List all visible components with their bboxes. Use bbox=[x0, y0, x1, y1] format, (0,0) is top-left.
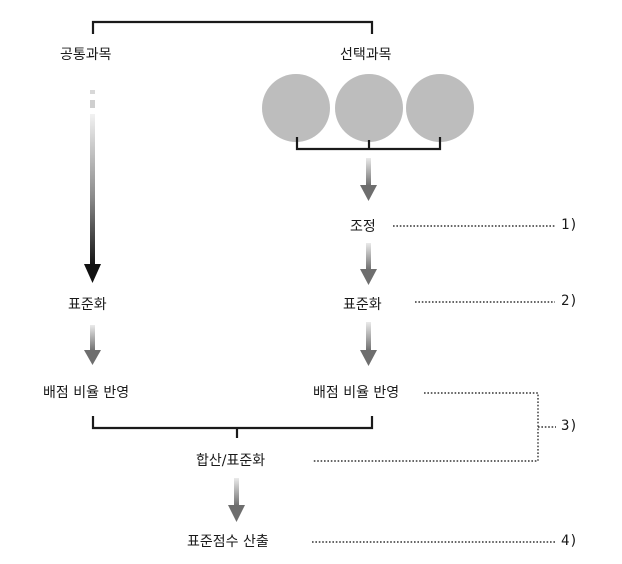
top-bracket bbox=[91, 20, 374, 34]
common-arrow-shaft bbox=[90, 325, 95, 351]
elective-subject-title: 선택과목 bbox=[340, 47, 392, 63]
common-arrow-dash bbox=[90, 90, 95, 94]
elective-step-standardize: 표준화 bbox=[343, 297, 382, 313]
elective-arrow-head bbox=[360, 350, 377, 366]
elective-arrow-shaft bbox=[366, 243, 371, 270]
note-2-label: 2) bbox=[561, 293, 578, 309]
common-arrow-shaft bbox=[90, 114, 95, 266]
elective-arrow-head bbox=[360, 185, 377, 201]
common-step-standardize: 표준화 bbox=[68, 297, 107, 313]
merge-arrow-head bbox=[228, 505, 245, 522]
common-arrow-dash bbox=[90, 100, 95, 108]
note-3-label: 3) bbox=[561, 418, 578, 434]
elective-arrow-shaft bbox=[366, 158, 371, 186]
elective-option-circle bbox=[335, 74, 403, 142]
common-arrow-head bbox=[84, 264, 101, 283]
merge-step-final: 표준점수 산출 bbox=[187, 534, 269, 550]
elective-arrow-head bbox=[360, 269, 377, 285]
note-4-label: 4) bbox=[561, 533, 578, 549]
common-arrow-head bbox=[84, 350, 101, 365]
elective-arrow-shaft bbox=[366, 322, 371, 351]
common-step-weight: 배점 비율 반영 bbox=[43, 385, 130, 401]
elective-option-circle bbox=[262, 74, 330, 142]
elective-option-circle bbox=[406, 74, 474, 142]
elective-step-adjust: 조정 bbox=[350, 219, 376, 235]
merge-step-sum: 합산/표준화 bbox=[196, 453, 266, 469]
merge-arrow-shaft bbox=[234, 478, 239, 506]
common-subject-title: 공통과목 bbox=[60, 47, 112, 63]
elective-step-weight: 배점 비율 반영 bbox=[313, 385, 400, 401]
merge-bracket bbox=[91, 416, 374, 430]
note-1-label: 1) bbox=[561, 217, 578, 233]
